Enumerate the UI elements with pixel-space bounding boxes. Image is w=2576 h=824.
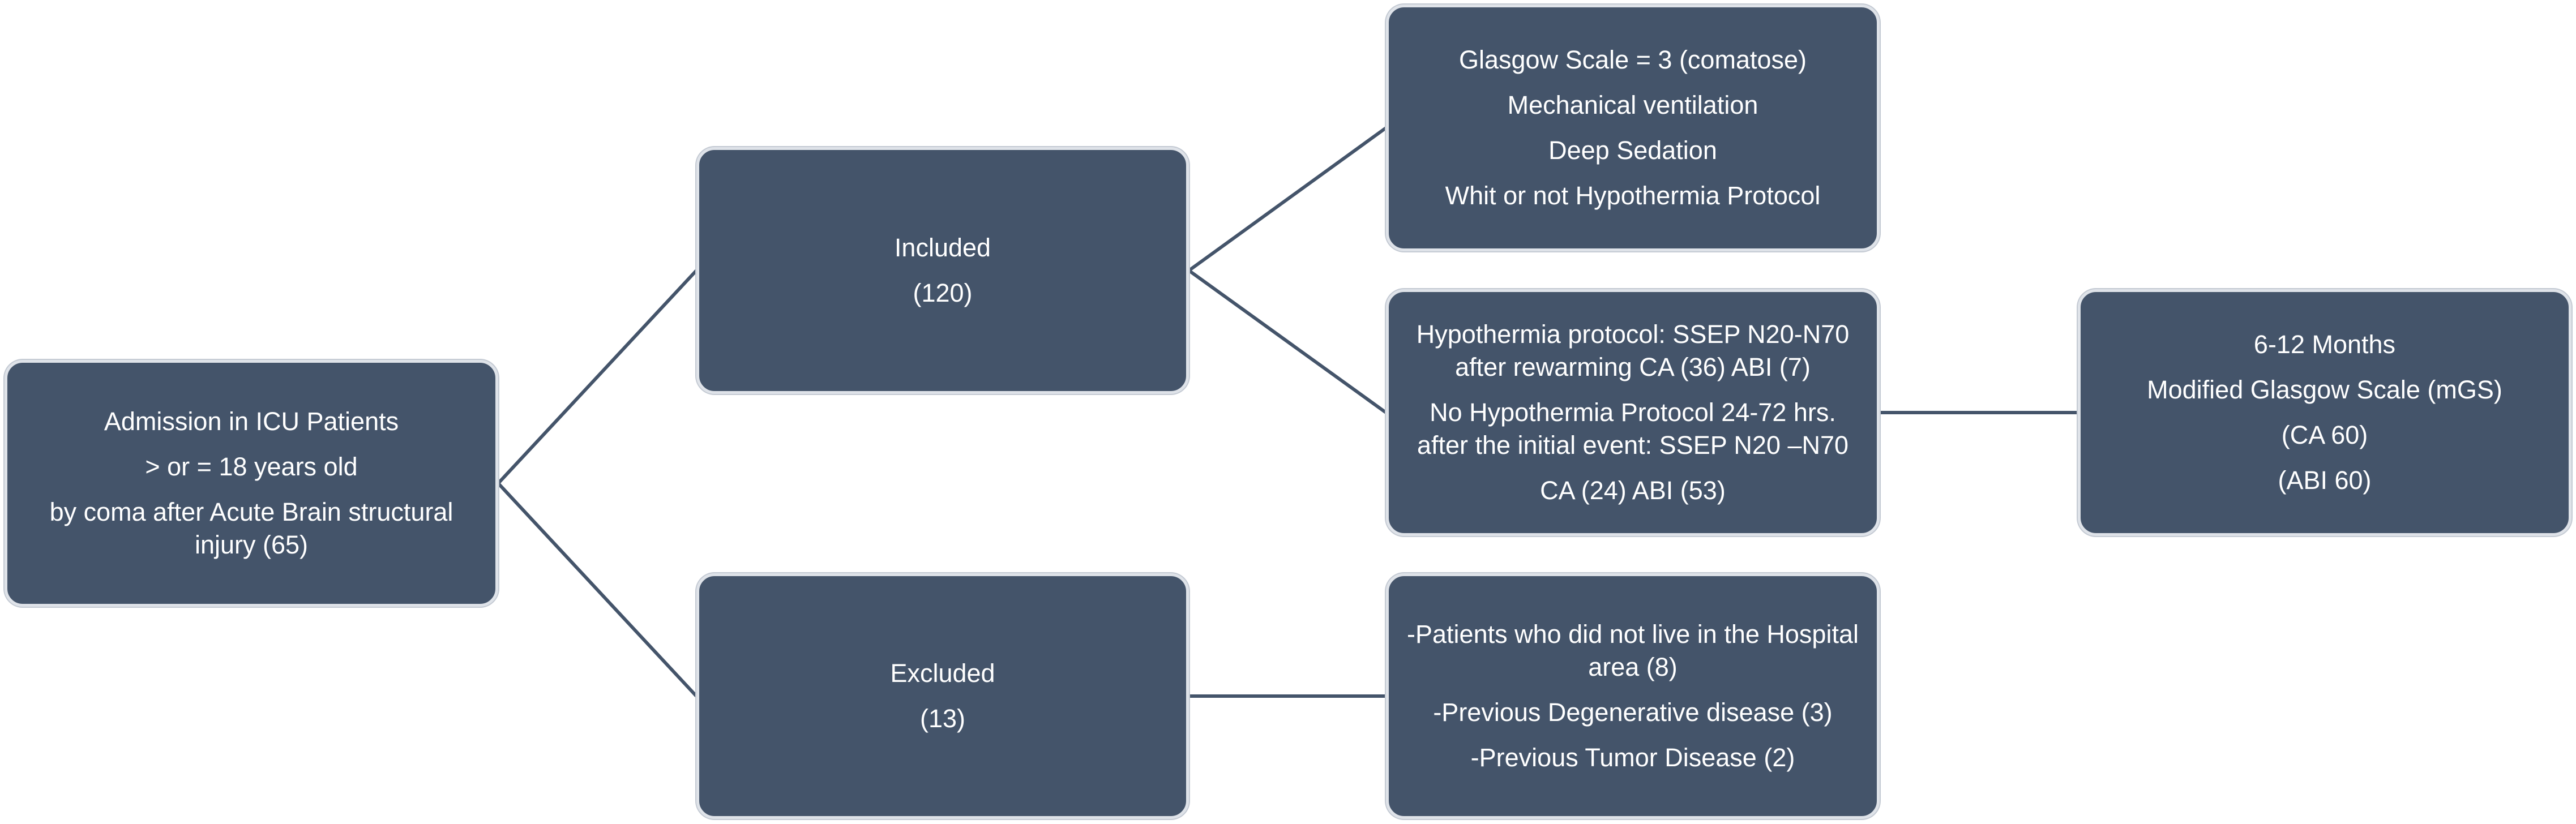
admission-line-2: > or = 18 years old [145, 452, 358, 481]
criteria-line-3: Deep Sedation [1548, 136, 1717, 165]
followup-line-4: (ABI 60) [2278, 466, 2372, 495]
followup-line-1: 6-12 Months [2253, 330, 2396, 359]
included-box: Included (120) [696, 147, 1189, 394]
excluded-count: (13) [919, 704, 966, 733]
admission-line-3: by coma after Acute Brain structural inj… [49, 497, 453, 559]
admission-line-1: Admission in ICU Patients [104, 407, 399, 436]
reasons-line-3: -Previous Tumor Disease (2) [1470, 743, 1795, 772]
criteria-line-1: Glasgow Scale = 3 (comatose) [1458, 45, 1807, 74]
ssep-protocol-box: Hypothermia protocol: SSEP N20-N70 after… [1386, 289, 1880, 536]
follow-up-box: 6-12 Months Modified Glasgow Scale (mGS)… [2078, 289, 2571, 536]
connector-included-to-protocol [1188, 269, 1387, 414]
inclusion-criteria-box: Glasgow Scale = 3 (comatose) Mechanical … [1386, 5, 1880, 251]
criteria-line-2: Mechanical ventilation [1507, 91, 1758, 119]
exclusion-reasons-box: -Patients who did not live in the Hospit… [1386, 573, 1880, 819]
reasons-line-1: -Patients who did not live in the Hospit… [1407, 620, 1859, 681]
followup-line-3: (CA 60) [2281, 420, 2368, 449]
admission-box: Admission in ICU Patients > or = 18 year… [5, 360, 498, 607]
included-label: Included [894, 233, 991, 262]
excluded-label: Excluded [890, 659, 995, 688]
reasons-line-2: -Previous Degenerative disease (3) [1433, 698, 1833, 727]
connector-included-to-criteria [1188, 126, 1387, 272]
protocol-line-1: Hypothermia protocol: SSEP N20-N70 after… [1416, 320, 1850, 381]
followup-line-2: Modified Glasgow Scale (mGS) [2147, 375, 2502, 404]
criteria-line-4: Whit or not Hypothermia Protocol [1445, 181, 1821, 210]
connector-admission-to-included [497, 269, 698, 485]
protocol-line-2: No Hypothermia Protocol 24-72 hrs. after… [1417, 398, 1849, 460]
included-count: (120) [913, 278, 973, 307]
excluded-box: Excluded (13) [696, 573, 1189, 819]
protocol-line-3: CA (24) ABI (53) [1540, 476, 1726, 505]
connector-admission-to-excluded [497, 482, 698, 698]
